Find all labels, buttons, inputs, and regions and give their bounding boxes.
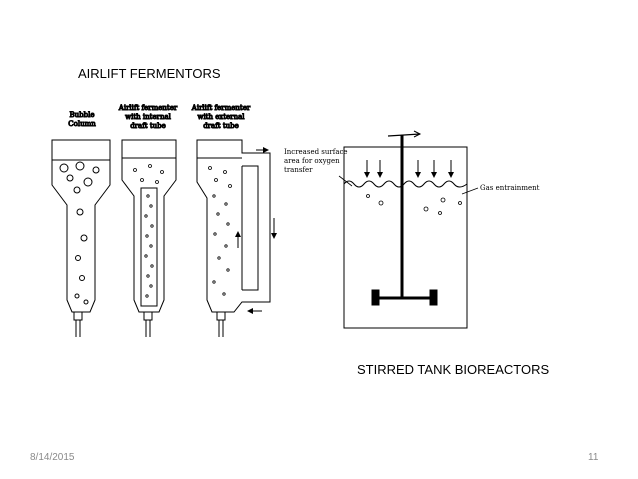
airlift-title: AIRLIFT FERMENTORS xyxy=(78,66,221,81)
external-label-line1: Airlift fermenter xyxy=(191,104,251,112)
bubble-column-diagram: Bubble Column xyxy=(51,111,111,337)
internal-label-line2: with internal xyxy=(125,113,172,121)
bubble-column-label-line1: Bubble xyxy=(70,111,95,119)
surface-arrows xyxy=(364,160,454,178)
surface-label-line2: area for oxygen xyxy=(284,157,340,165)
surface-label-line1: Increased surface xyxy=(284,148,348,156)
external-draft-tube-diagram: Airlift fermenter with external draft tu… xyxy=(190,104,277,337)
impeller-blade-right xyxy=(429,289,438,306)
gas-entrainment-label: Gas entrainment xyxy=(480,184,540,192)
external-flow-arrows xyxy=(235,147,277,314)
footer-date: 8/14/2015 xyxy=(30,452,75,463)
liquid-surface xyxy=(343,180,468,188)
bubbles xyxy=(59,161,100,305)
internal-draft-tube-diagram: Airlift fermenter with internal draft tu… xyxy=(117,104,178,337)
internal-bubbles xyxy=(133,164,164,298)
external-label-line2: with external xyxy=(197,113,245,121)
stirred-tank-diagram xyxy=(338,130,479,329)
stirred-tank-title: STIRRED TANK BIOREACTORS xyxy=(357,362,550,377)
impeller-blade-left xyxy=(371,289,380,306)
bubble-column-label-line2: Column xyxy=(68,120,96,128)
tank-vessel xyxy=(343,146,468,329)
external-label-line3: draft tube xyxy=(203,122,239,130)
external-bubbles xyxy=(208,166,232,296)
internal-label-line1: Airlift fermenter xyxy=(118,104,178,112)
footer-page-number: 11 xyxy=(588,452,599,463)
surface-label-line3: transfer xyxy=(284,166,313,174)
internal-label-line3: draft tube xyxy=(130,122,166,130)
tank-bubbles xyxy=(366,194,462,215)
